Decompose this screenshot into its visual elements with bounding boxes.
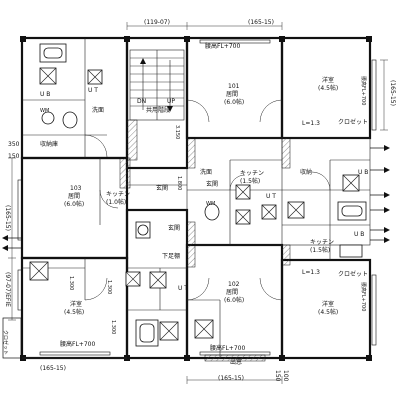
unit-102-ceiling: 腰高FL+700 <box>360 282 367 311</box>
unit-101-entrance: 玄関 <box>206 180 218 188</box>
dim-right-1: (165-15) <box>389 80 396 106</box>
unit-103-number: 103 <box>70 185 82 192</box>
unit-103-h2: 1.300 <box>68 276 74 290</box>
unit-102-ldk: 居間 <box>226 289 238 296</box>
unit-101-l: L=1.3 <box>302 120 320 127</box>
unit-103-storage: 収納庫 <box>40 140 58 148</box>
unit-102-closet: クロゼット <box>338 270 368 278</box>
dim-350: 350 <box>8 141 20 148</box>
unit-101-storage: 収納 <box>300 168 312 176</box>
unit-101-number: 101 <box>228 83 240 90</box>
unit-103-ut: U T <box>88 87 98 94</box>
exterior-arrows <box>2 145 390 251</box>
unit-102-number: 102 <box>228 281 240 288</box>
bottom-window-note: 出窓 <box>230 358 242 366</box>
unit-101-h2: 1.800 <box>176 176 182 190</box>
ceiling-top: 腰高FL+700 <box>205 42 240 50</box>
unit-102-ub: U B <box>354 231 364 238</box>
unit-101-kitchen: キッチン <box>240 170 264 177</box>
stair-up: UP <box>167 98 175 105</box>
dim-bottom-150: 150 <box>274 370 281 382</box>
unit-102-entrance: 玄関 <box>168 224 180 232</box>
interior-partitions <box>22 38 370 358</box>
unit-101-h1: 3.150 <box>174 125 180 139</box>
unit-102-kitchen-size: (1.5帖) <box>310 246 330 254</box>
stair-dn: DN <box>137 98 146 105</box>
labels: (119-07) (165-15) (165-15) (165-15) (165… <box>2 19 396 382</box>
stair-note: 共用階段 <box>146 106 170 114</box>
unit-103-closet: クロゼット <box>2 330 9 355</box>
unit-102-ut: U T <box>178 285 188 292</box>
dimension-lines <box>8 22 388 384</box>
dim-top-1: (119-07) <box>144 19 170 26</box>
unit-102-kitchen: キッチン <box>310 239 334 246</box>
unit-103-h1: 1.300 <box>110 320 116 334</box>
unit-101-ub: U B <box>358 169 368 176</box>
ceiling-bottom: 腰高FL+700 <box>210 344 245 352</box>
unit-103-ceiling: 腰高FL+700 <box>60 340 95 348</box>
unit-102-storage: 下足棚 <box>162 252 180 260</box>
unit-103-western-size: (4.5帖) <box>64 308 84 316</box>
unit-103-ldk-size: (6.0帖) <box>64 200 84 208</box>
unit-101-closet: クロゼット <box>338 118 368 126</box>
unit-103-kitchen: キッチン <box>106 191 130 198</box>
dim-top-2: (165-15) <box>248 19 274 26</box>
dim-left-2: (97-07)EFIE <box>4 272 11 307</box>
unit-102-western-size: (4.5帖) <box>318 308 338 316</box>
windows <box>17 39 377 356</box>
unit-102-western: 洋室 <box>322 300 334 308</box>
unit-101-ldk-size: (6.0帖) <box>224 98 244 106</box>
unit-103-wm: WM <box>40 108 49 114</box>
unit-101-wash: 洗面 <box>200 168 212 176</box>
unit-103-wash: 洗面 <box>92 106 104 114</box>
unit-102-h1: 1.300 <box>106 280 112 294</box>
dim-left-1: (165-15) <box>4 205 11 231</box>
unit-103-ub: U B <box>40 91 50 98</box>
dim-bottom-100: 100 <box>282 370 289 382</box>
wall-hatching <box>2 119 291 362</box>
doors <box>84 99 331 301</box>
unit-101-wm: WM <box>206 201 215 207</box>
unit-103-entrance: 玄関 <box>156 184 168 192</box>
unit-101-ceiling: 腰高FL+700 <box>360 76 367 105</box>
unit-102-l: L=1.3 <box>302 269 320 276</box>
unit-103-ldk: 居間 <box>68 193 80 200</box>
unit-101-western: 洋室 <box>322 76 334 84</box>
dim-bottom-2: (165-15) <box>40 365 66 372</box>
unit-101-ldk: 居間 <box>226 91 238 98</box>
unit-101-western-size: (4.5帖) <box>318 84 338 92</box>
unit-101-ut: U T <box>266 193 276 200</box>
unit-103-western: 洋室 <box>70 300 82 308</box>
unit-102-ldk-size: (6.0帖) <box>224 296 244 304</box>
dim-bottom-1: (165-15) <box>218 375 244 382</box>
fixtures <box>29 43 367 347</box>
unit-103-kitchen-size: (1.0帖) <box>106 198 126 206</box>
unit-101-kitchen-size: (1.5帖) <box>240 177 260 185</box>
common-stair <box>129 49 185 121</box>
dim-150: 150 <box>8 153 20 160</box>
